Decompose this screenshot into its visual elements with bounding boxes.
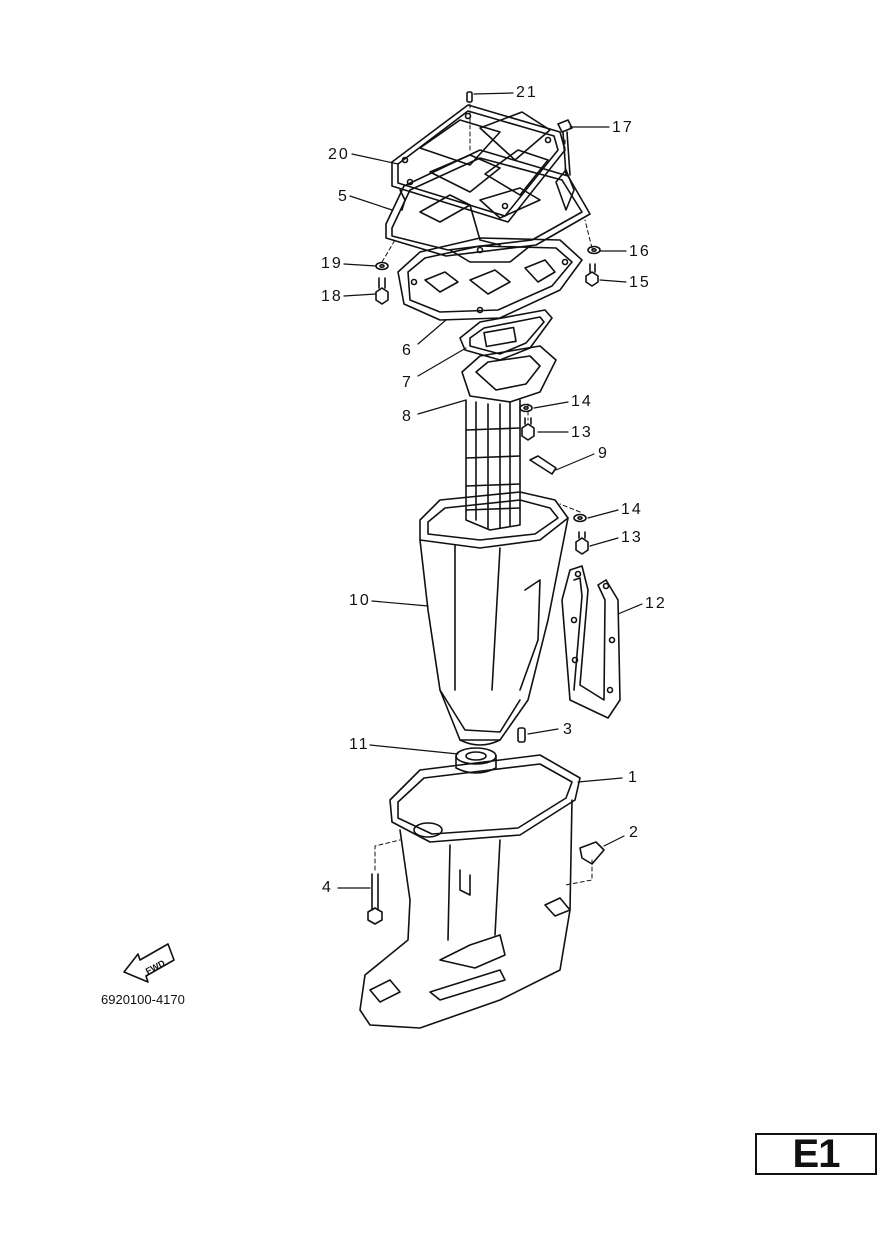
part-18-bolt [375, 277, 389, 305]
part-4-bolt [367, 873, 383, 925]
part-21-pin [466, 91, 473, 103]
callout-7: 7 [402, 374, 413, 391]
callout-1: 1 [628, 769, 639, 786]
part-2-cap [579, 841, 605, 865]
part-17-bolt [557, 119, 573, 176]
callout-9: 9 [598, 445, 609, 462]
callout-20: 20 [328, 146, 350, 163]
callout-3: 3 [563, 721, 574, 738]
part-3-pin [517, 727, 526, 743]
part-19-nut [375, 261, 389, 271]
part-14a-washer [519, 403, 533, 413]
callout-5: 5 [338, 188, 349, 205]
assembly-guide-lines [374, 103, 593, 886]
callout-12: 12 [645, 595, 667, 612]
part-16-nut [587, 245, 601, 255]
part-5-mount-plate [385, 149, 591, 263]
callout-16: 16 [629, 243, 651, 260]
part-14b-washer [573, 513, 587, 523]
part-1-lower-casing [359, 754, 581, 1029]
callout-8: 8 [402, 408, 413, 425]
part-7-gasket [459, 309, 553, 361]
callout-13-lower: 13 [621, 529, 643, 546]
fwd-arrow-icon [123, 943, 175, 983]
callout-19: 19 [321, 255, 343, 272]
callout-10: 10 [349, 592, 371, 609]
part-10-upper-casing [419, 491, 569, 746]
part-15-bolt [585, 263, 599, 287]
part-20-upper-gasket [391, 104, 566, 223]
part-12-gasket [561, 565, 621, 719]
callout-14-upper: 14 [571, 393, 593, 410]
fwd-label: FWD [144, 958, 167, 977]
section-id: E1 [792, 1131, 841, 1176]
part-code: 6920100-4170 [101, 992, 185, 1007]
part-9-plate [529, 455, 557, 475]
callout-15: 15 [629, 274, 651, 291]
part-11-seal [455, 747, 497, 774]
part-6-gasket [397, 237, 583, 321]
part-8-exhaust-manifold [461, 345, 557, 531]
callout-2: 2 [629, 824, 640, 841]
callout-13-upper: 13 [571, 424, 593, 441]
callout-17: 17 [612, 119, 634, 136]
leader-lines [337, 92, 643, 889]
callout-14-lower: 14 [621, 501, 643, 518]
callout-18: 18 [321, 288, 343, 305]
part-13b-bolt [575, 531, 589, 555]
callout-6: 6 [402, 342, 413, 359]
callout-4: 4 [322, 879, 333, 896]
callout-11: 11 [349, 736, 370, 753]
part-13a-bolt [521, 417, 535, 441]
section-id-box: E1 [755, 1131, 877, 1176]
callout-21: 21 [516, 84, 538, 101]
